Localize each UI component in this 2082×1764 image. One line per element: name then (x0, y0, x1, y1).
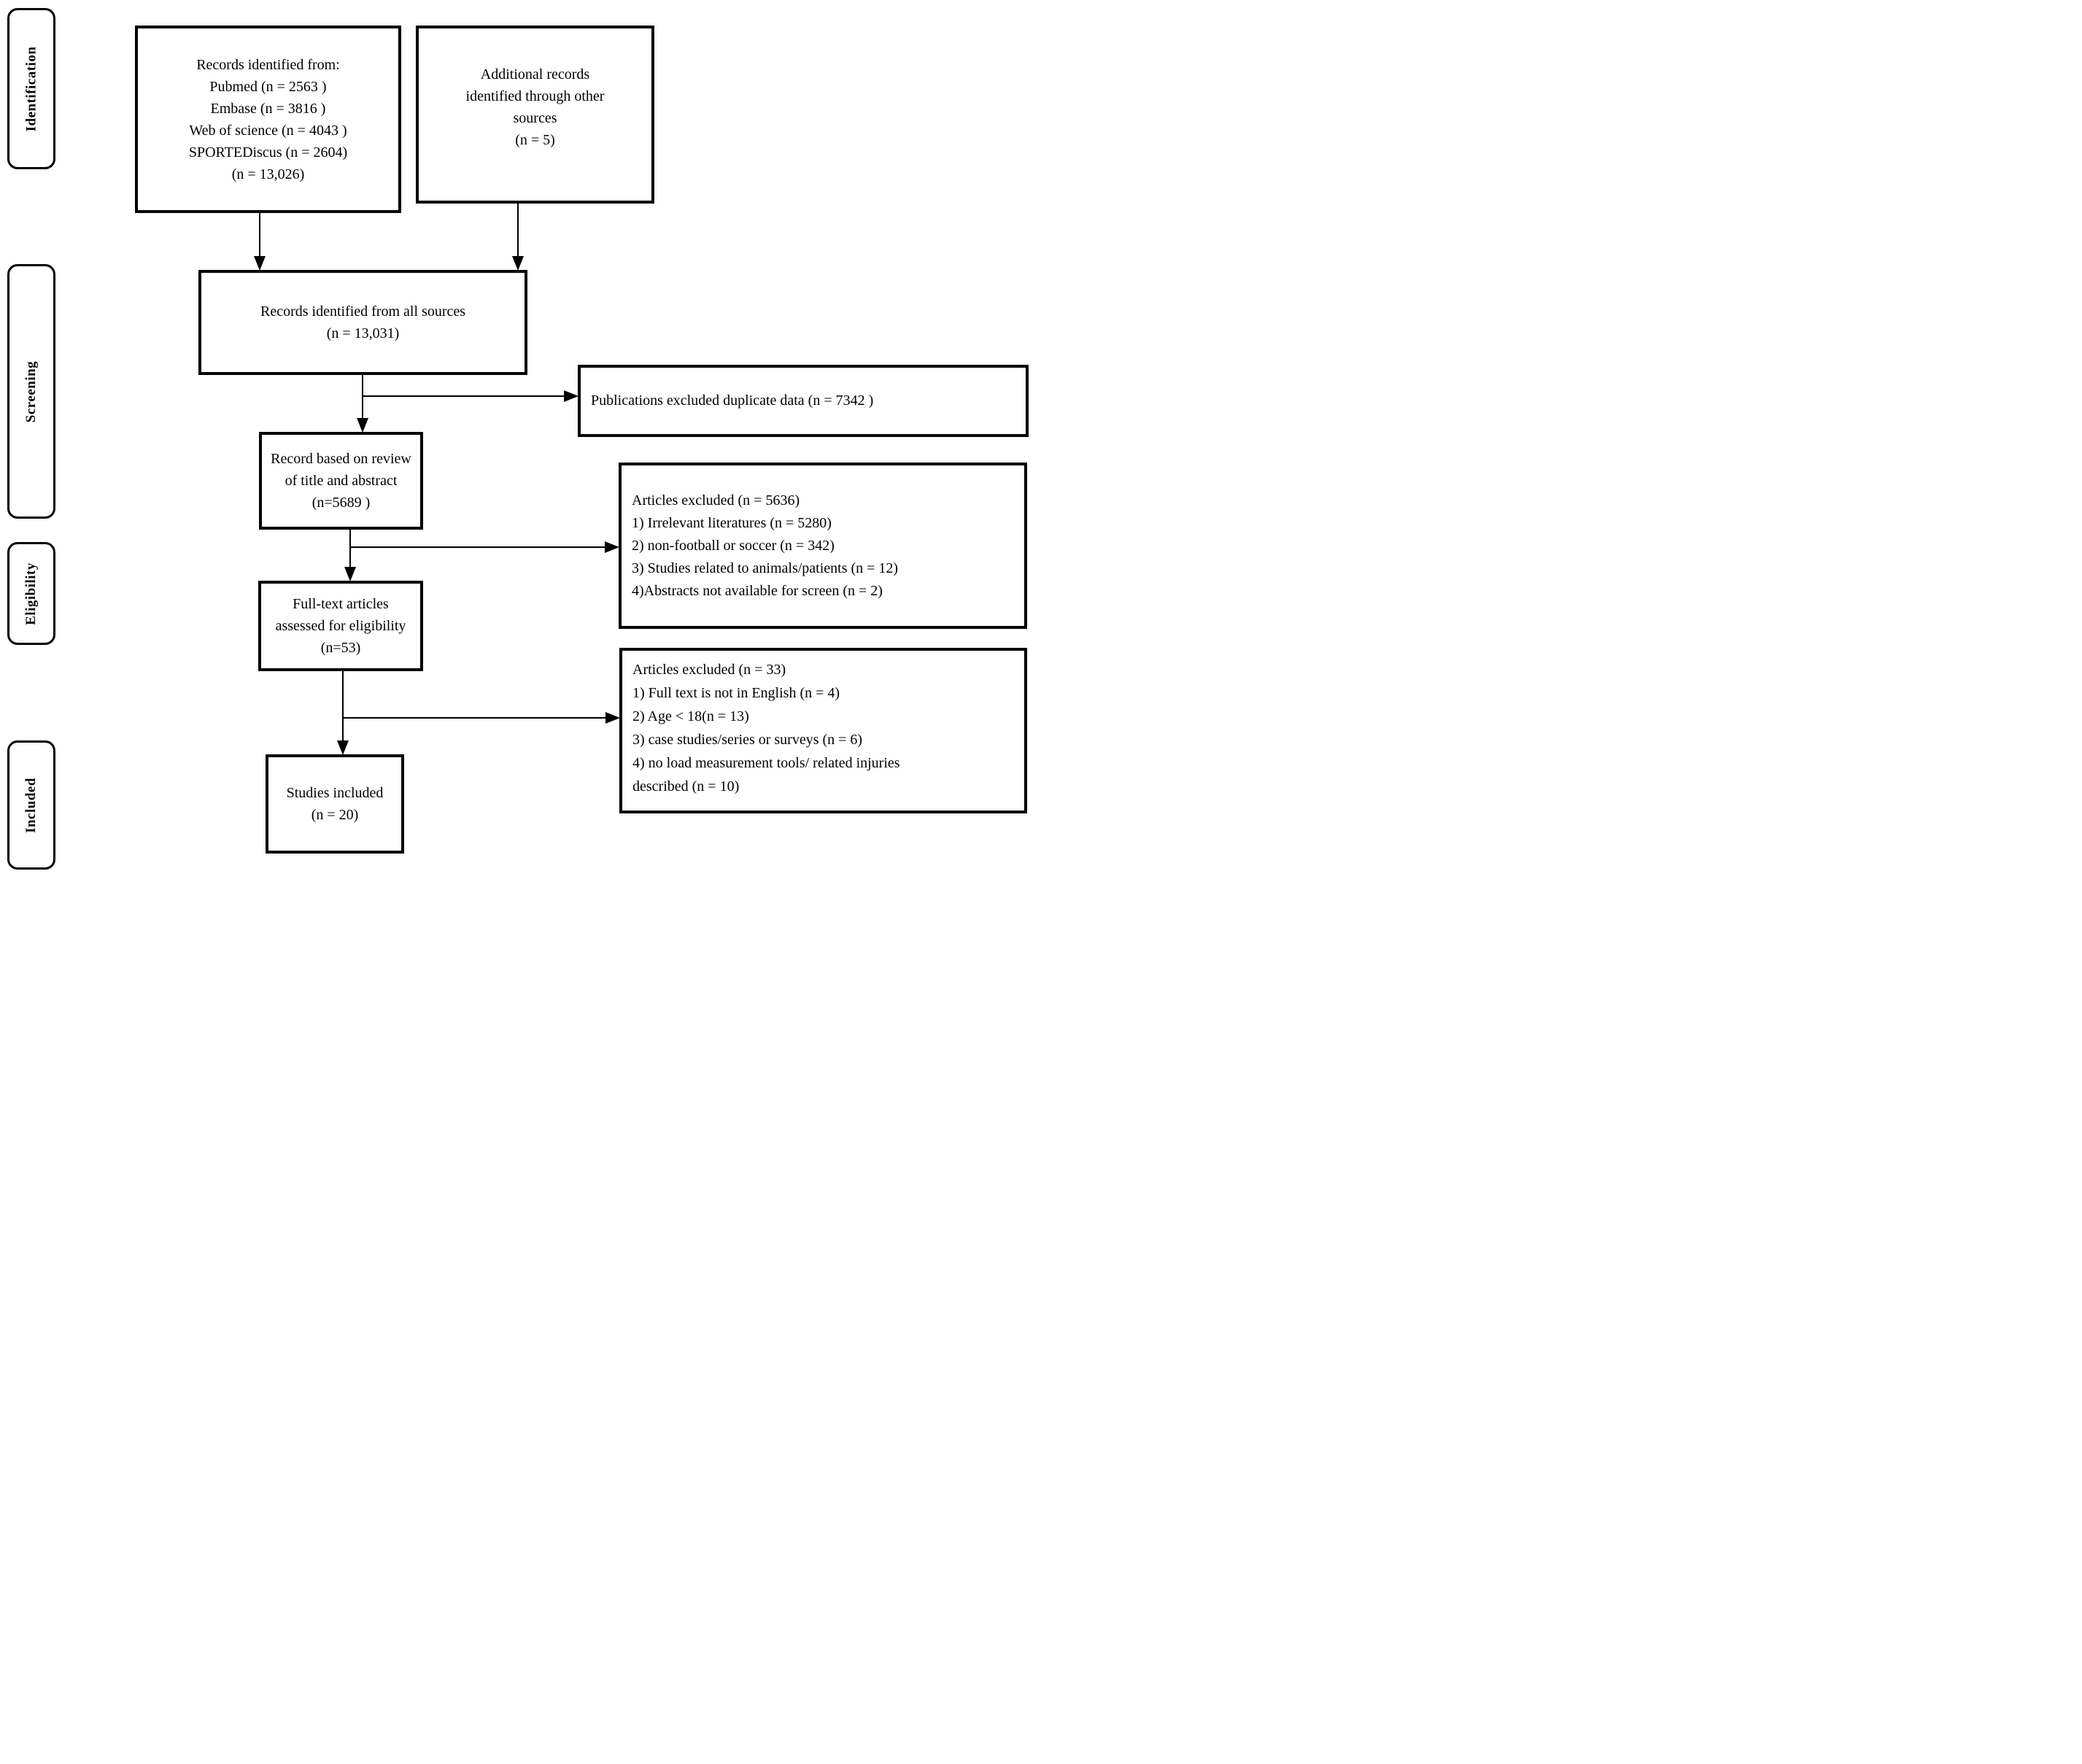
arrow-branch-to-eligibility-excluded (343, 712, 620, 724)
prisma-flow-diagram: Identification Screening Eligibility Inc… (0, 0, 1041, 882)
box-text-line: Articles excluded (n = 5636) (632, 492, 800, 508)
box-text-line: Records identified from: (196, 56, 340, 73)
arrow-fulltext-to-included (337, 671, 349, 755)
stage-label-screening: Screening (7, 264, 55, 519)
box-text-line: 4) no load measurement tools/ related in… (632, 755, 900, 771)
box-text-line: Additional records (480, 66, 590, 82)
box-text-line: Web of science (n = 4043 ) (189, 122, 347, 139)
arrow-additional-to-all-sources (512, 204, 524, 271)
stage-label-text: Included (23, 777, 39, 833)
all-sources-box: Records identified from all sources (n =… (198, 270, 527, 375)
full-text-assessed-box: Full-text articles assessed for eligibil… (258, 581, 423, 671)
stage-label-eligibility: Eligibility (7, 542, 55, 645)
stage-label-included: Included (7, 740, 55, 870)
arrow-all-sources-to-review (357, 375, 368, 433)
studies-included-box: Studies included (n = 20) (266, 754, 404, 854)
title-abstract-review-box: Record based on review of title and abst… (259, 432, 423, 530)
stage-label-text: Eligibility (23, 562, 39, 625)
box-text-line: (n=5689 ) (311, 495, 371, 511)
box-text-line: sources (513, 110, 557, 126)
box-text-line: Publications excluded duplicate data (n … (591, 392, 874, 409)
box-text-line: Records identified from all sources (260, 303, 466, 320)
box-text-line: 2) Age < 18(n = 13) (632, 708, 749, 724)
box-text-line: (n = 13,031) (326, 325, 400, 341)
stage-label-text: Screening (23, 360, 39, 422)
box-text-line: Studies included (286, 785, 384, 801)
box-text-line: 4)Abstracts not available for screen (n … (632, 582, 883, 599)
records-identified-box: Records identified from: Pubmed (n = 256… (135, 26, 401, 213)
eligibility-excluded-box: Articles excluded (n = 33) 1) Full text … (619, 648, 1027, 813)
box-text-line: SPORTEDiscus (n = 2604) (188, 144, 348, 160)
arrow-branch-to-duplicates-excluded (363, 390, 578, 402)
box-text-line: (n = 5) (515, 132, 555, 148)
box-text-line: of title and abstract (285, 473, 398, 489)
box-text-line: 1) Full text is not in English (n = 4) (632, 685, 840, 701)
additional-records-box: Additional records identified through ot… (416, 26, 654, 204)
box-text-line: 2) non-football or soccer (n = 342) (632, 537, 835, 554)
box-text-line: 3) case studies/series or surveys (n = 6… (632, 732, 863, 748)
box-text-line: (n = 13,026) (231, 166, 305, 182)
box-text-line: assessed for eligibility (275, 618, 406, 634)
box-text-line: Articles excluded (n = 33) (632, 662, 786, 678)
box-text-line: Record based on review (271, 451, 411, 467)
box-text-line: identified through other (465, 88, 605, 104)
box-text-line: (n = 20) (311, 807, 359, 823)
stage-label-identification: Identification (7, 8, 55, 169)
box-text-line: 1) Irrelevant literatures (n = 5280) (632, 514, 832, 531)
stage-label-text: Identification (23, 46, 39, 131)
arrow-review-to-fulltext (344, 530, 356, 581)
arrow-branch-to-screening-excluded (350, 541, 619, 553)
arrow-records-to-all-sources (254, 213, 266, 271)
box-text-line: Embase (n = 3816 ) (210, 100, 326, 117)
box-text-line: (n=53) (320, 640, 361, 656)
box-text-line: Full-text articles (293, 596, 389, 612)
box-text-line: Pubmed (n = 2563 ) (209, 78, 327, 95)
flow-connectors (254, 204, 620, 755)
duplicates-excluded-box: Publications excluded duplicate data (n … (578, 365, 1029, 437)
box-text-line: 3) Studies related to animals/patients (… (632, 560, 899, 576)
box-text-line: described (n = 10) (632, 778, 740, 794)
screening-excluded-box: Articles excluded (n = 5636) 1) Irreleva… (619, 463, 1027, 629)
